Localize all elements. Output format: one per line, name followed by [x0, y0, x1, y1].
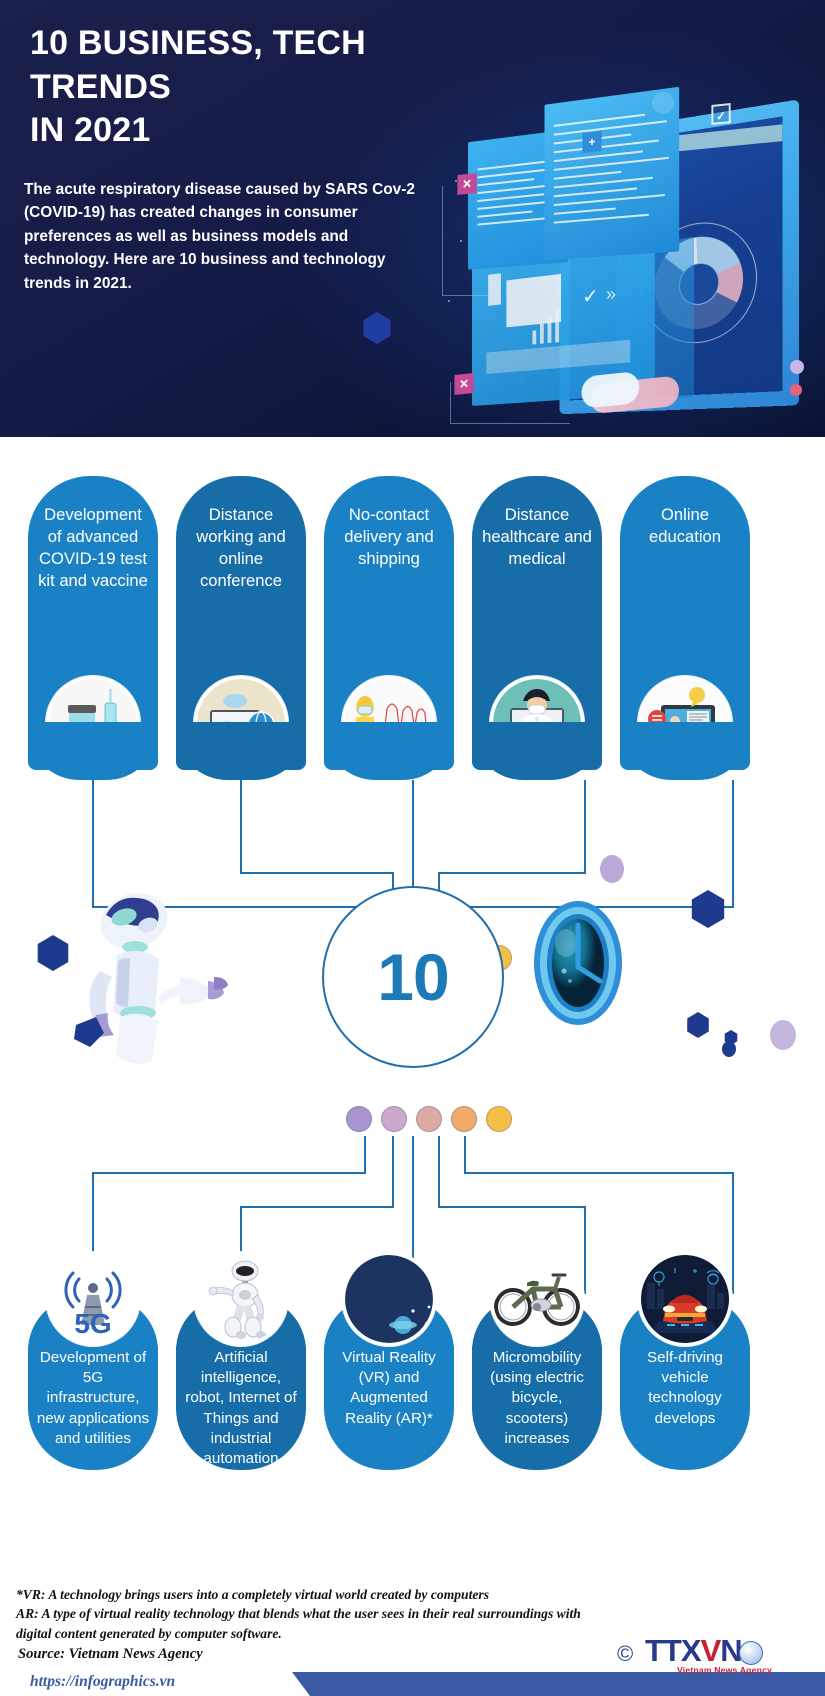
trend-card-1-label: Development of advanced COVID-19 test ki… [38, 505, 148, 591]
trend-card-8-label: Virtual Reality (VR) and Augmented Reali… [342, 1349, 436, 1427]
dot-salmon [416, 1106, 442, 1132]
connector [392, 1136, 394, 1208]
logo-text-v: V [700, 1633, 722, 1668]
electric-bicycle-icon [490, 1252, 584, 1346]
page-title-line-1: 10 BUSINESS, TECH TRENDS [30, 24, 366, 106]
trend-card-6[interactable]: Development of 5G infrastructure, new ap… [28, 1340, 158, 1470]
connector [92, 906, 366, 908]
trend-card-9-label: Micromobility (using electric bicycle, s… [490, 1349, 584, 1447]
chevron-right-icon: » [606, 284, 617, 304]
trend-card-8[interactable]: Virtual Reality (VR) and Augmented Reali… [324, 1340, 454, 1470]
trend-card-3-base [324, 722, 454, 780]
connector [732, 780, 734, 908]
connector [438, 872, 586, 874]
trend-card-2-label: Distance working and online conference [196, 505, 286, 591]
svg-text:5G: 5G [74, 1308, 111, 1339]
vr-headset-icon [342, 1252, 436, 1346]
dot-pink-purple [381, 1106, 407, 1132]
connector [438, 1206, 586, 1208]
connector [92, 1172, 366, 1174]
dot-orange [486, 1106, 512, 1132]
self-driving-car-icon [638, 1252, 732, 1346]
center-count-circle: 10 [322, 886, 504, 1068]
footnote-ar: AR: A type of virtual reality technology… [16, 1606, 581, 1622]
connector [732, 1172, 734, 1294]
connector [464, 1172, 734, 1174]
connector [438, 1136, 440, 1208]
intro-paragraph: The acute respiratory disease caused by … [24, 181, 415, 292]
decoration-hex [687, 1012, 709, 1038]
connector [240, 780, 242, 872]
logo-text-n: N [720, 1633, 742, 1668]
footnote-ar-cont: digital content generated by computer so… [16, 1625, 282, 1641]
website-url[interactable]: https://infographics.vn [30, 1673, 176, 1690]
trend-card-6-label: Development of 5G infrastructure, new ap… [36, 1349, 150, 1447]
connector [412, 780, 414, 944]
connector [92, 780, 94, 842]
globe-icon [739, 1641, 763, 1665]
connector [92, 1172, 94, 1294]
connector [92, 842, 94, 908]
trend-card-5-base [620, 722, 750, 780]
logo-wordmark: TTXVN [645, 1633, 743, 1669]
ttxvn-logo: © TTXVN Vietnam News Agency [617, 1633, 817, 1679]
source-label: Source: Vietnam News Agency [18, 1646, 203, 1662]
trend-card-9[interactable]: Micromobility (using electric bicycle, s… [472, 1340, 602, 1470]
plus-icon: + [582, 130, 602, 153]
url-tab [0, 1672, 310, 1696]
5g-tower-icon: 5G [46, 1252, 140, 1346]
connector [464, 1136, 466, 1174]
trend-card-1-base [28, 722, 158, 780]
footnote-block: *VR: A technology brings users into a co… [16, 1585, 806, 1643]
trend-card-2-base [176, 722, 306, 780]
header-banner: 10 BUSINESS, TECH TRENDS IN 2021 The acu… [0, 0, 825, 437]
connector [240, 872, 394, 874]
trend-card-10-label: Self-driving vehicle technology develops [647, 1349, 723, 1427]
logo-text-ttx: TTX [645, 1633, 702, 1668]
decoration-ellipse [722, 1041, 736, 1057]
dots-row-bottom [346, 1106, 512, 1132]
copyright-icon: © [617, 1641, 634, 1666]
trend-card-7[interactable]: Artificial intelligence, robot, Internet… [176, 1340, 306, 1470]
connector [464, 906, 734, 908]
ai-robot-icon [194, 1252, 288, 1346]
connector [584, 780, 586, 872]
trend-card-4-label: Distance healthcare and medical [482, 505, 592, 569]
dot-light-orange [451, 1106, 477, 1132]
clock-decoration-icon [520, 885, 640, 1045]
decoration-ellipse [600, 855, 624, 883]
decoration-ellipse [770, 1020, 796, 1050]
page-title-line-2: IN 2021 [30, 111, 151, 150]
logo-subtitle: Vietnam News Agency [677, 1665, 773, 1675]
trend-card-10[interactable]: Self-driving vehicle technology develops [620, 1340, 750, 1470]
check-icon: ✓ [582, 286, 599, 308]
page-title: 10 BUSINESS, TECH TRENDS IN 2021 [30, 22, 480, 153]
footnote-vr: *VR: A technology brings users into a co… [16, 1587, 490, 1602]
hero-illustration: ✕ ✕ + ✓ ✓ » [363, 86, 825, 437]
connector [364, 1136, 366, 1174]
connector [584, 1206, 586, 1294]
trend-card-7-label: Artificial intelligence, robot, Internet… [185, 1349, 297, 1468]
trend-card-5-label: Online education [649, 505, 721, 547]
dot-purple [346, 1106, 372, 1132]
robot-decoration-icon [62, 885, 272, 1065]
connector [412, 1136, 414, 1294]
connector [240, 1206, 394, 1208]
connector [240, 1206, 242, 1294]
trend-card-4-base [472, 722, 602, 780]
checkbox-icon: ✓ [711, 102, 731, 125]
center-count-value: 10 [377, 940, 449, 1014]
trend-card-3-label: No-contact delivery and shipping [344, 505, 434, 569]
